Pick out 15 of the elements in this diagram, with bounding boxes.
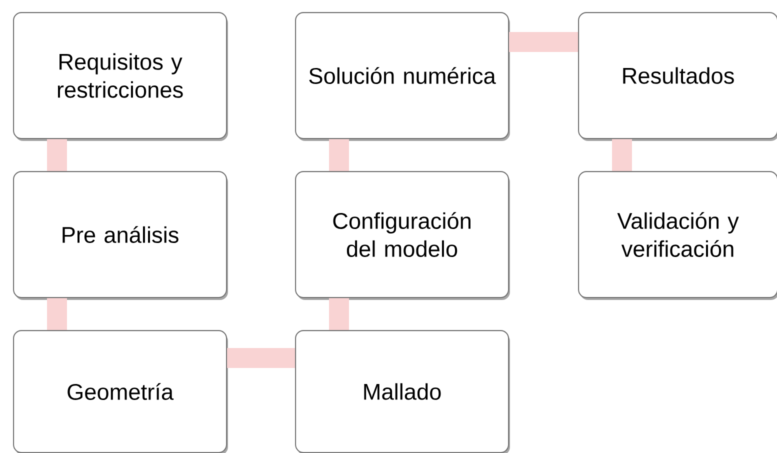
process-box: Geometría bbox=[13, 330, 228, 453]
connector bbox=[227, 348, 295, 368]
connector bbox=[612, 139, 632, 171]
connector bbox=[509, 32, 578, 52]
process-box: Validación y verificación bbox=[578, 171, 777, 300]
process-box: Solución numérica bbox=[295, 12, 510, 141]
process-box: Configuración del modelo bbox=[295, 171, 510, 300]
connector bbox=[47, 139, 67, 171]
connector bbox=[47, 298, 67, 330]
process-box: Resultados bbox=[578, 12, 777, 141]
process-box: Pre análisis bbox=[13, 171, 228, 300]
process-box: Requisitos y restricciones bbox=[13, 12, 228, 141]
connector bbox=[329, 298, 349, 330]
connector bbox=[329, 139, 349, 171]
process-box: Mallado bbox=[295, 330, 510, 453]
